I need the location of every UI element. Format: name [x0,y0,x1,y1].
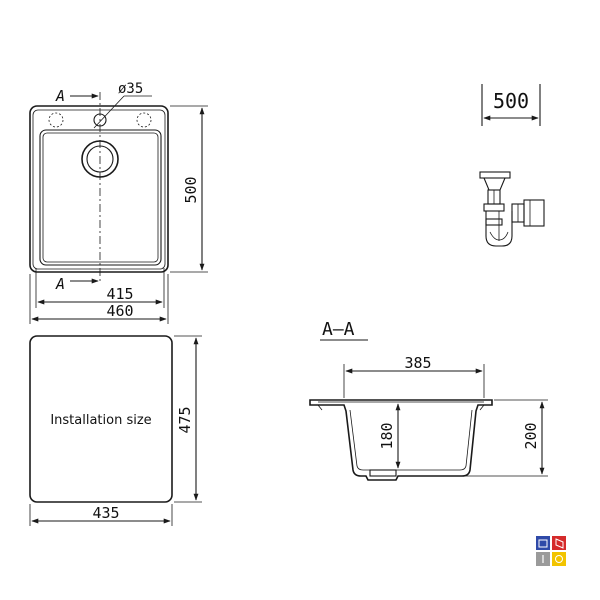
total-depth-label: 200 [522,422,540,449]
drain-fitting [369,469,397,477]
installation-cutout [29,335,173,503]
section-marker-bottom: A [55,275,65,293]
badge-red [552,536,566,550]
profile-rim-right [479,404,485,411]
section-title: A–A [322,319,355,340]
inner-width-dim-label: 415 [106,285,133,303]
sink-inner-outline [32,109,166,270]
bowl-outline [39,129,162,266]
sec-width-label: 385 [404,354,431,372]
tap-hole-left [48,112,64,128]
inst-width-label: 435 [92,504,119,522]
outer-width-dim-label: 460 [106,302,133,320]
diameter-leader [93,95,125,129]
section-view: A–A 385 180 200 [309,319,548,481]
profile-rim-left [317,404,323,411]
cabinet-width-label: 500 [493,89,529,113]
brand-badge-icon [536,536,566,566]
bowl-inner-outline [42,132,159,263]
inst-height-label: 475 [176,406,194,433]
section-marker-top: A [55,87,65,105]
cabinet-width-callout: 500 [481,84,541,126]
sink-profile-inner [318,401,484,471]
height-dim-label: 500 [182,176,200,203]
badge-blue [536,536,550,550]
installation-label: Installation size [50,413,151,428]
badge-yellow [552,552,566,566]
tap-hole-right [136,112,152,128]
hole-diameter-label: ø35 [118,81,143,97]
sink-outer-outline [29,105,169,273]
installation-view: Installation size 475 435 [29,335,202,526]
sink-profile-outer [309,399,493,481]
siphon-icon [479,171,545,247]
bowl-depth-label: 180 [378,422,396,449]
top-view: A A ø35 500 415 460 [29,81,208,324]
